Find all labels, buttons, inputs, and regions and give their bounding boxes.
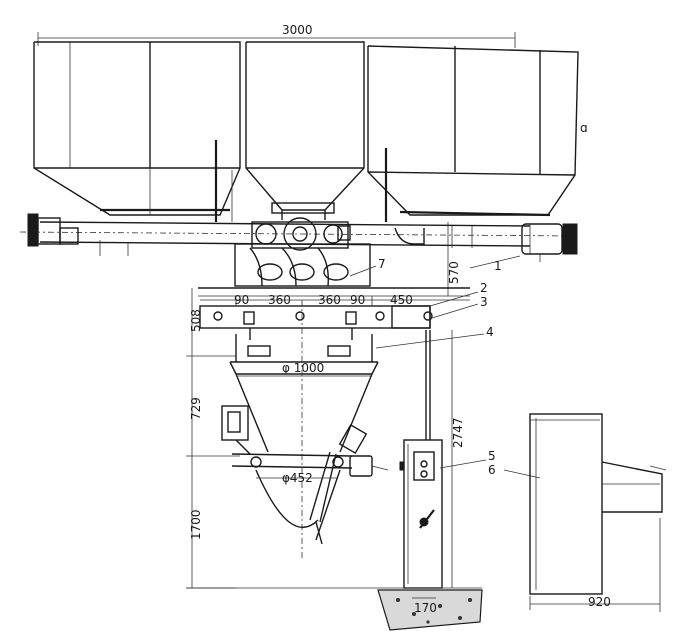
discharge-bend [394, 226, 473, 248]
dim-dia-452: φ452 [282, 471, 313, 485]
dim-360-left: 360 [268, 293, 291, 307]
label-5: 5 [488, 449, 496, 463]
hopper-middle [245, 41, 365, 220]
label-2: 2 [480, 281, 488, 295]
label-6: 6 [488, 463, 496, 477]
dim-508: 508 [189, 309, 203, 332]
label-3: 3 [480, 295, 488, 309]
control-cabinet [399, 330, 443, 589]
dimension-508: 508 [186, 288, 236, 357]
dim-total-width: 3000 [282, 23, 313, 37]
feed-chutes [234, 243, 371, 287]
svg-text:ɑ: ɑ [580, 121, 588, 135]
side-cabinet: 920 [529, 413, 667, 612]
dim-170: 170 [414, 601, 437, 615]
dimension-729: 729 [189, 356, 203, 456]
hopper-left [33, 41, 241, 216]
label-4: 4 [486, 325, 494, 339]
dimension-1700: 1700 [186, 455, 240, 589]
dimension-3000: 3000 [37, 23, 516, 48]
dimension-dia-1000: φ 1000 [236, 361, 372, 377]
foundation: 170 [186, 587, 483, 631]
discharge-gate [221, 405, 389, 545]
dim-1700: 1700 [189, 509, 203, 540]
weighing-hopper [229, 300, 379, 560]
dimension-2747: 2747 [451, 330, 465, 588]
dim-360-right: 360 [318, 293, 341, 307]
dimension-dia-452: φ452 [256, 471, 338, 485]
callouts-2-3-4: 2 3 4 [375, 281, 494, 349]
callouts-5-6: 5 6 [439, 449, 541, 479]
motor-1 [521, 223, 578, 262]
dim-920: 920 [588, 595, 611, 609]
dim-dia-1000: φ 1000 [282, 361, 324, 375]
vertical-rods [214, 140, 388, 222]
dim-570: 570 [447, 261, 461, 284]
dim-729: 729 [189, 397, 203, 420]
label-7: 7 [378, 257, 386, 271]
dimension-570: 570 [447, 222, 461, 296]
dim-2747: 2747 [451, 417, 465, 448]
weighing-frame [198, 287, 470, 340]
dim-450: 450 [390, 293, 413, 307]
hopper-right: ɑ [367, 45, 588, 217]
label-1: 1 [494, 259, 502, 273]
dimension-row: 90 360 360 90 450 [200, 293, 470, 307]
callout-7: 7 [349, 257, 386, 277]
callout-1: 1 [469, 255, 521, 273]
dim-90-left: 90 [234, 293, 249, 307]
dim-90-right: 90 [350, 293, 365, 307]
